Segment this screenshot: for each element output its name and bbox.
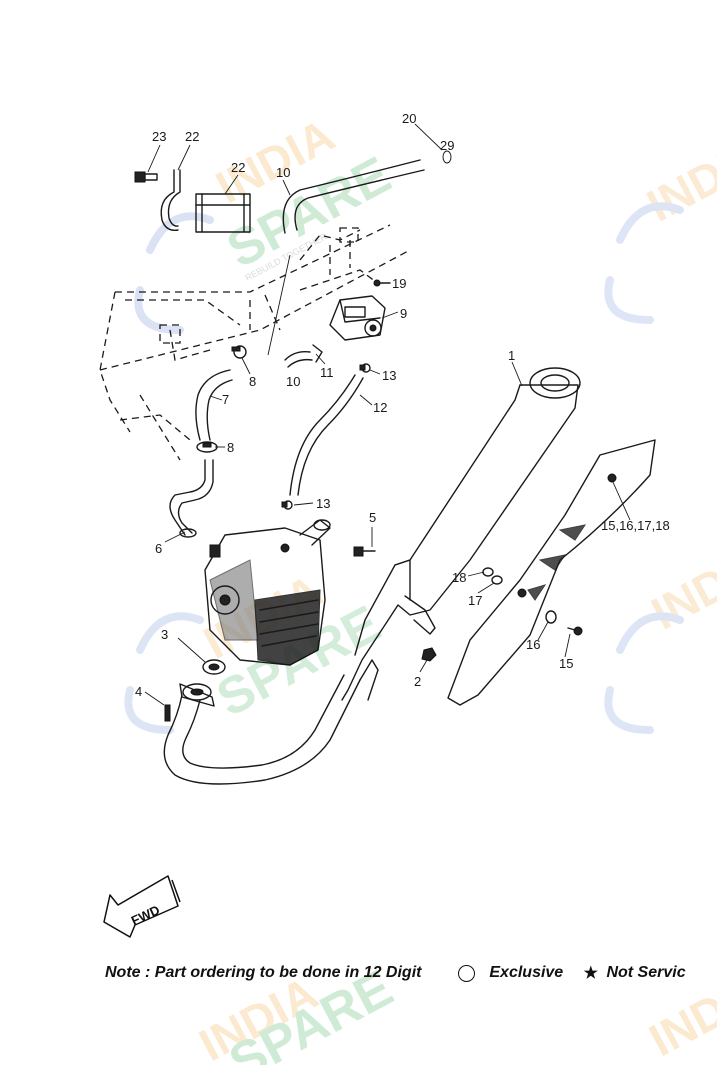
callout-16: 16 [526, 637, 540, 652]
callout-3: 3 [161, 627, 168, 642]
part-17-washer [491, 575, 503, 585]
callout-12: 12 [373, 400, 387, 415]
svg-text:29: 29 [440, 138, 454, 153]
callout-13a: 13 [382, 368, 396, 383]
frame-outline [99, 224, 411, 461]
callout-15-18: 15,16,17,18 [601, 518, 670, 533]
part-12-hose [289, 374, 364, 496]
part-16-washer [545, 610, 557, 624]
part-9-evap-unit [329, 295, 386, 341]
part-22-frame-bracket [195, 193, 251, 233]
part-18-washer [482, 567, 494, 577]
callout-17: 17 [468, 593, 482, 608]
callout-10a: 10 [276, 165, 290, 180]
not-serviced-label: Not Servic [606, 964, 686, 981]
callout-13b: 13 [316, 496, 330, 511]
callout-22b: 22 [231, 160, 245, 175]
part-7-breather-hose [195, 369, 233, 441]
callout-2: 2 [414, 674, 421, 689]
ordering-note: Note : Part ordering to be done in 12 Di… [105, 964, 422, 981]
footer-note: Note : Part ordering to be done in 12 Di… [105, 963, 717, 983]
part-2-nut [421, 647, 437, 662]
callout-4: 4 [135, 684, 142, 699]
part-11-bracket [312, 344, 323, 363]
callout-22a: 22 [185, 129, 199, 144]
part-8-clamp-lower [196, 441, 218, 453]
callout-5: 5 [369, 510, 376, 525]
callout-11: 11 [320, 365, 334, 380]
part-8-clamp-upper [231, 345, 247, 359]
callout-20: 20 [402, 111, 416, 126]
callout-9: 9 [400, 306, 407, 321]
callout-18: 18 [452, 570, 466, 585]
callout-19: 19 [392, 276, 406, 291]
part-23-bolt [134, 171, 158, 183]
callout-labels: 23 22 22 10 20 19 9 8 10 11 13 12 7 8 13… [135, 111, 670, 699]
callout-6: 6 [155, 541, 162, 556]
part-6-breather-pipe [169, 459, 214, 538]
watermark-right-middle: INDIA [604, 535, 717, 734]
part-5-bolt [353, 546, 376, 557]
part-3-gasket [202, 659, 226, 675]
part-15-18-heat-shield [447, 439, 656, 706]
watermark-right-top: INDIA [604, 127, 717, 324]
part-1-muffler [341, 367, 581, 701]
part-13-clamp-lower [281, 500, 293, 510]
callout-1: 1 [508, 348, 515, 363]
part-10-vent-hose-top [282, 159, 425, 234]
part-10-vent-hose-lower [284, 350, 313, 368]
part-4-stud [164, 704, 171, 722]
callout-23: 23 [152, 129, 166, 144]
callout-8b: 8 [227, 440, 234, 455]
part-20-clip: 29 [440, 138, 454, 164]
star-icon: ★ [583, 965, 598, 982]
callout-8a: 8 [249, 374, 256, 389]
leader-10-lower [267, 254, 291, 356]
svg-text:INDIA: INDIA [638, 127, 717, 232]
callout-15: 15 [559, 656, 573, 671]
exclusive-circle-icon [457, 964, 475, 982]
part-22-hook-bracket [160, 169, 181, 231]
callout-10b: 10 [286, 374, 300, 389]
engine-assembly [204, 519, 331, 666]
exclusive-label: Exclusive [489, 964, 564, 981]
exhaust-header-pipe [163, 674, 361, 785]
leader-lines [144, 123, 631, 706]
part-13-clamp-upper [359, 363, 371, 373]
part-15-bolt [567, 626, 583, 636]
callout-7: 7 [222, 392, 229, 407]
fwd-arrow-icon: FWD [103, 875, 181, 938]
